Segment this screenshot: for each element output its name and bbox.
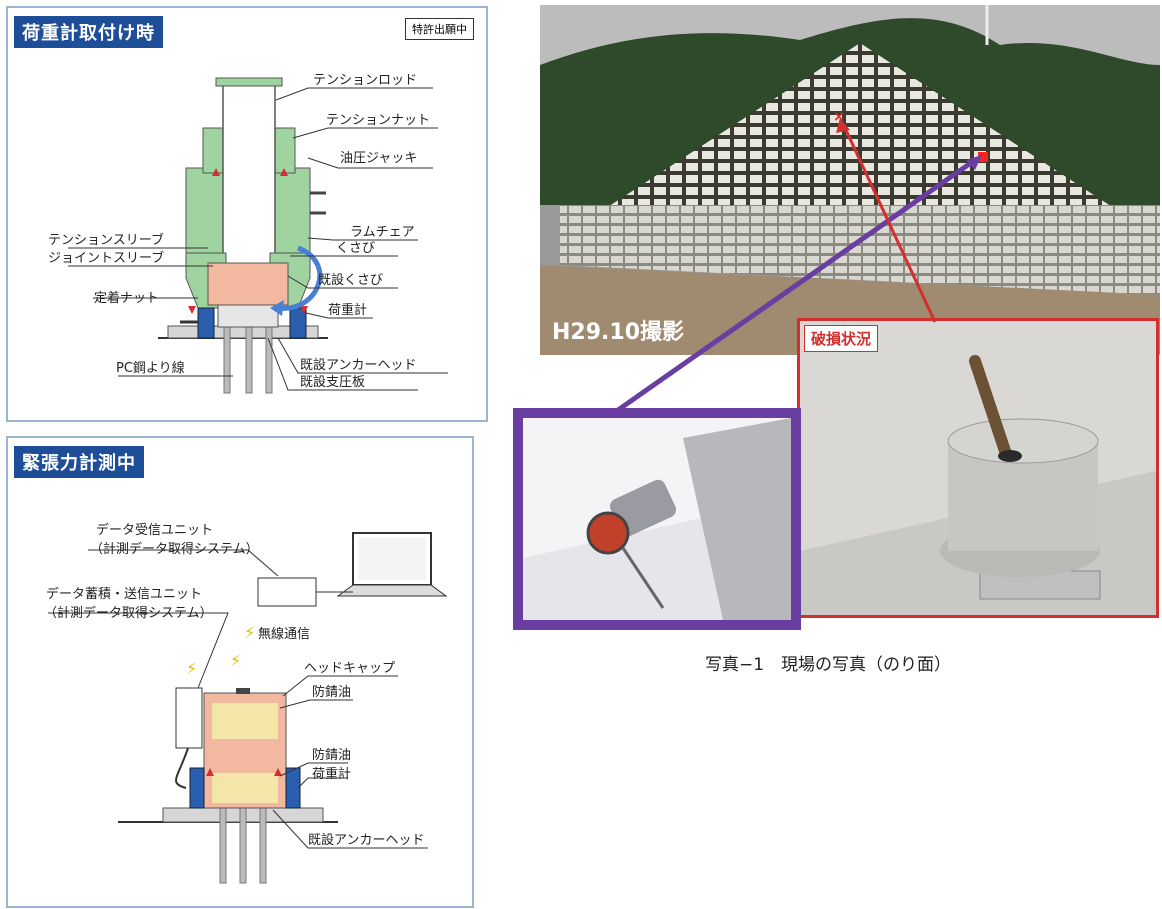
label-storage-system: （計測データ取得システム） [44,605,213,621]
tension-sleeve [207,262,289,306]
label-pc-strand: PC鋼より線 [116,360,185,376]
installation-diagram: テンションロッド テンションナット 油圧ジャッキ ラムチェア くさび テンション… [48,73,448,394]
slope-photo: × H29.10撮影 [540,5,1160,355]
existing-anchor-head-1 [217,304,279,328]
photo-caption: 写真−1 現場の写真（のり面） [705,655,952,675]
measurement-title: 緊張力計測中 [14,446,144,478]
label-hydraulic-jack: 油圧ジャッキ [340,151,417,166]
load-cell-photo [513,408,801,630]
label-tension-rod: テンションロッド [313,73,417,88]
jack-right-body [269,167,311,254]
label-rust-oil-2: 防錆油 [312,747,351,763]
damage-mark-x: × [833,109,845,125]
label-anchor-nut: 定着ナット [94,290,159,306]
label-wedge: くさび [336,241,375,256]
installation-title: 荷重計取付け時 [14,16,163,48]
label-joint-sleeve: ジョイントスリーブ [48,250,164,266]
damage-label: 破損状況 [804,325,879,352]
load-cell-left [197,307,215,339]
wireless-bolt-3: ⚡ [186,659,197,678]
storage-unit-box [175,687,203,749]
label-load-cell: 荷重計 [328,302,367,318]
label-existing-anchor-head: 既設アンカーヘッド [300,357,416,373]
installation-diagram-panel: 荷重計取付け時 特許出願中 [6,6,488,422]
measurement-diagram-panel: 緊張力計測中 ⚡ ⚡ ⚡ [6,436,474,908]
load-cell-right-2 [285,767,301,809]
label-tension-nut: テンションナット [326,113,430,128]
label-wireless: 無線通信 [258,626,310,642]
label-head-cap: ヘッドキャップ [304,661,395,676]
label-ram-chair: ラムチェア [350,225,415,240]
load-cell-left-2 [189,767,205,809]
label-receiver-system: （計測データ取得システム） [90,541,259,557]
label-load-cell-2: 荷重計 [312,766,351,782]
label-storage-unit: データ蓄積・送信ユニット [46,586,202,602]
jack-left-body [185,167,227,254]
laptop-icon [336,532,448,597]
patent-pending-badge: 特許出願中 [405,18,474,40]
label-existing-bearing-plate: 既設支圧板 [300,374,365,390]
measurement-diagram: ⚡ ⚡ ⚡ データ受信ユニット [44,522,448,884]
receiver-unit-box [257,577,317,607]
label-existing-wedge: 既設くさび [318,272,383,288]
label-tension-sleeve: テンションスリーブ [48,232,164,248]
damage-photo: 破損状況 [797,318,1159,618]
wireless-bolt-2: ⚡ [230,651,241,670]
tension-rod [222,79,276,266]
label-rust-oil-1: 防錆油 [312,684,351,700]
photo-date-stamp: H29.10撮影 [552,319,684,345]
label-existing-anchor-head-2: 既設アンカーヘッド [308,832,424,848]
label-receiver-unit: データ受信ユニット [96,522,213,538]
wireless-bolt-1: ⚡ [244,623,255,642]
